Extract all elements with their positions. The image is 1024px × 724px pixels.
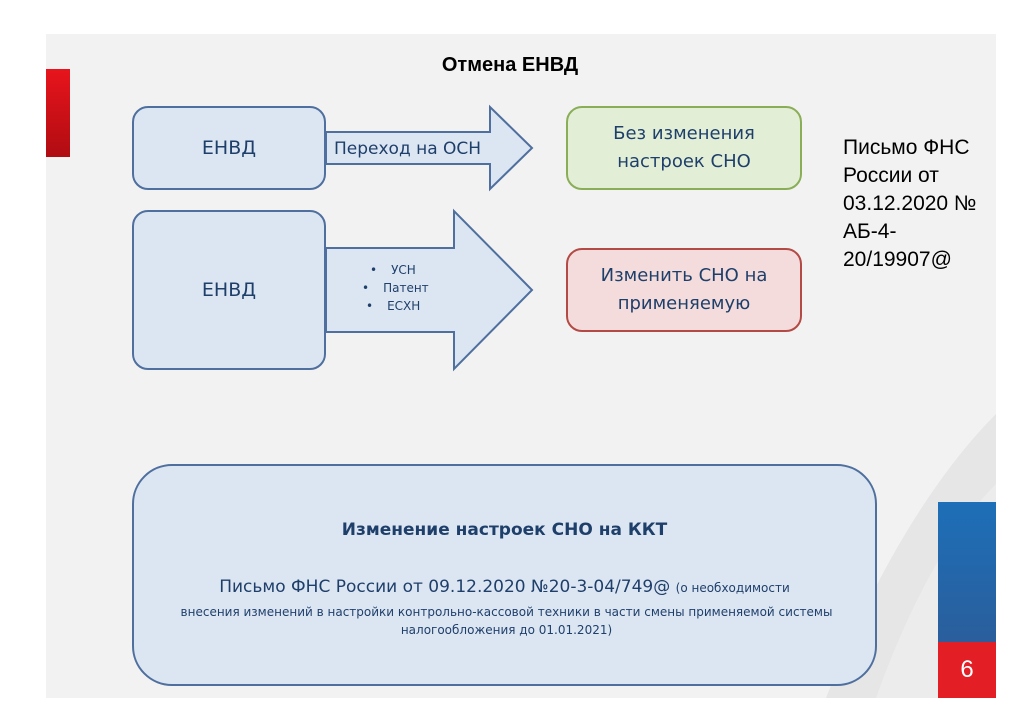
regime-item: ЕСХН	[362, 297, 429, 315]
bottom-info-box: Изменение настроек СНО на ККТ Письмо ФНС…	[132, 464, 877, 686]
bottom-letter-ref: Письмо ФНС России от 09.12.2020 №20-3-04…	[219, 577, 671, 597]
left-red-strip	[46, 69, 70, 157]
bottom-letter-line: Письмо ФНС России от 09.12.2020 №20-3-04…	[134, 577, 875, 597]
regime-item: УСН	[362, 261, 429, 279]
page-number: 6	[938, 642, 996, 698]
bottom-description: внесения изменений в настройки контрольн…	[180, 605, 833, 637]
regime-list: УСН Патент ЕСХН	[362, 261, 429, 315]
bottom-title: Изменение настроек СНО на ККТ	[341, 520, 668, 540]
regime-item: Патент	[362, 279, 429, 297]
result-change-label: Изменить СНО на применяемую	[600, 265, 768, 314]
envd-box-1: ЕНВД	[132, 106, 326, 190]
right-blue-strip	[938, 502, 996, 642]
slide-title: Отмена ЕНВД	[441, 54, 579, 76]
envd-box-1-label: ЕНВД	[201, 137, 257, 159]
result-change-box: Изменить СНО на применяемую	[566, 248, 802, 332]
result-no-change-box: Без изменения настроек СНО	[566, 106, 802, 190]
arrow-label-osn: Переход на ОСН	[334, 139, 482, 159]
bottom-letter-note: (о необходимости	[675, 581, 790, 595]
result-no-change-label: Без изменения настроек СНО	[613, 123, 755, 172]
side-letter-reference: Письмо ФНС России от 03.12.2020 № АБ-4-2…	[843, 136, 977, 271]
envd-box-2-label: ЕНВД	[201, 279, 257, 301]
envd-box-2: ЕНВД	[132, 210, 326, 370]
arrow-to-osn	[325, 104, 534, 192]
arrow-to-regimes	[325, 208, 534, 372]
